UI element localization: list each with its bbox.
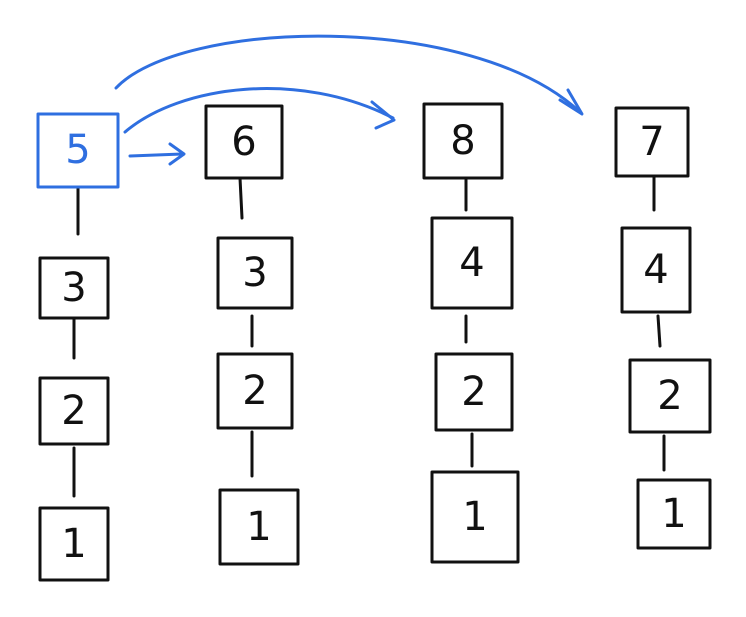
node-label: 3 (61, 265, 86, 311)
arrow-5-to-7-head (558, 88, 584, 116)
node-label: 5 (65, 127, 90, 173)
node-label: 4 (459, 240, 484, 286)
node-label: 1 (462, 494, 487, 540)
column-3: 8 4 2 1 (422, 102, 520, 564)
node-label: 2 (242, 368, 267, 414)
node (636, 478, 712, 550)
node-label: 6 (231, 119, 256, 165)
node (628, 358, 712, 434)
arrow-5-to-8-head (370, 100, 396, 130)
node (38, 256, 110, 320)
node (422, 102, 504, 180)
node (430, 216, 514, 310)
link (656, 314, 662, 348)
node-5 (36, 112, 120, 189)
node-label: 1 (661, 491, 686, 537)
arrow-5-to-8 (123, 87, 395, 134)
arrow-5-to-6-head (168, 142, 186, 166)
node (216, 352, 294, 430)
node-label: 2 (461, 369, 486, 415)
node-label: 4 (643, 247, 668, 293)
node (38, 506, 110, 582)
node-label: 7 (639, 119, 664, 165)
node (614, 106, 690, 178)
arrow-5-to-7 (114, 34, 582, 114)
node (218, 488, 300, 566)
node-label: 1 (61, 521, 86, 567)
node (204, 104, 284, 180)
node-label: 1 (246, 504, 271, 550)
node-label: 2 (61, 388, 86, 434)
node (38, 376, 110, 446)
node-label: 8 (450, 118, 475, 164)
node (430, 470, 520, 564)
link (238, 176, 244, 220)
arrow-5-to-6 (128, 152, 184, 158)
node (620, 226, 692, 314)
node-label: 2 (657, 373, 682, 419)
column-1: 5 3 2 1 (36, 112, 120, 582)
node-label: 3 (242, 250, 267, 296)
node (434, 352, 514, 432)
column-2: 6 3 2 1 (204, 104, 300, 566)
column-4: 7 4 2 1 (614, 106, 712, 550)
node (216, 236, 294, 310)
